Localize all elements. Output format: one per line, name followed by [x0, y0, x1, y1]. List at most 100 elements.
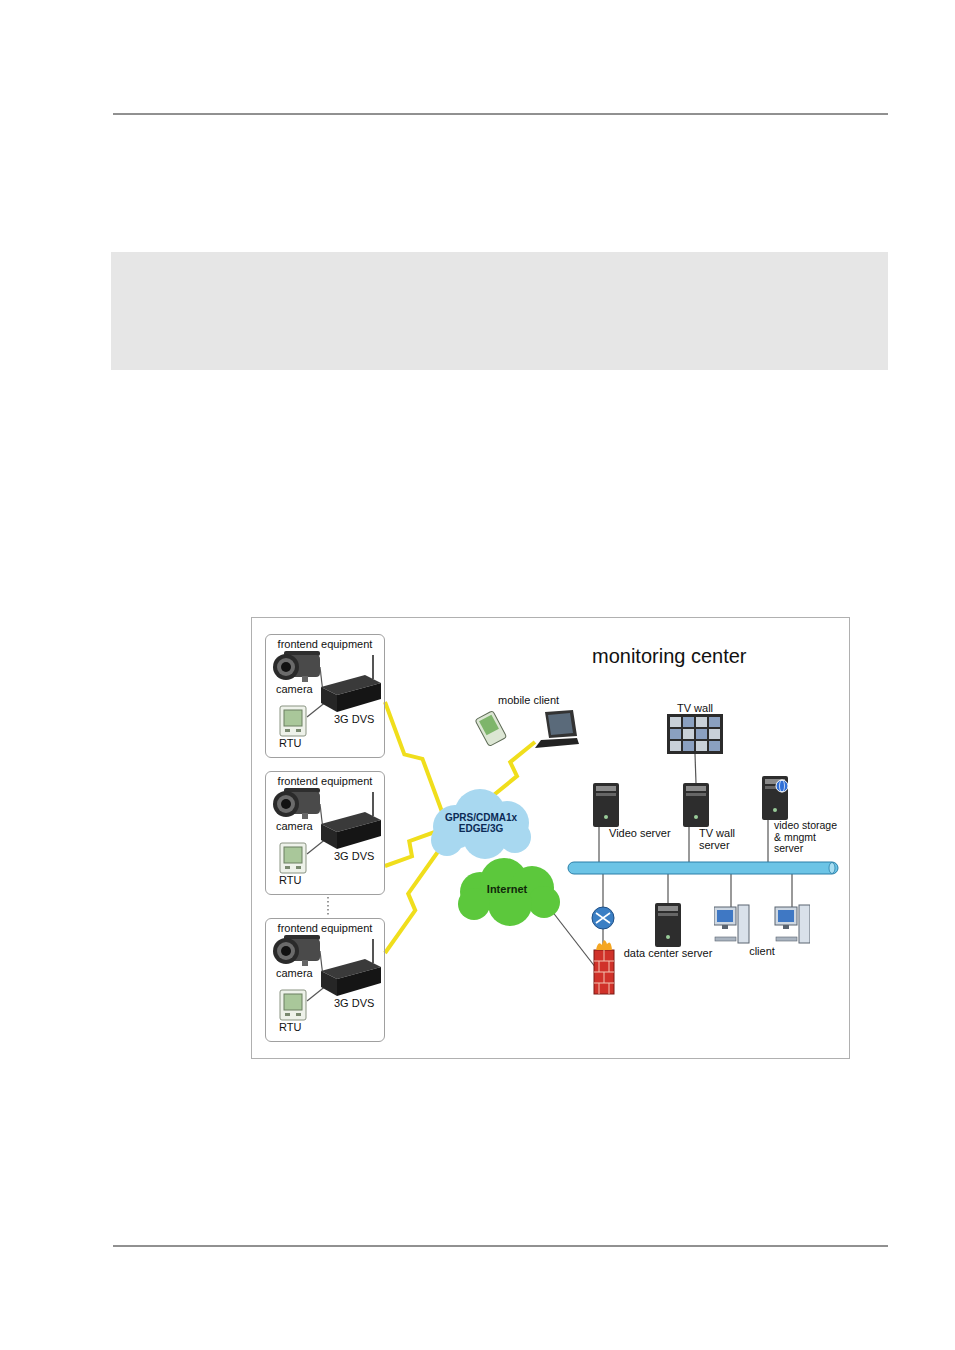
device-label: camera: [276, 820, 313, 832]
camera-ir-ring: [277, 795, 295, 813]
router-symbol: [592, 907, 614, 929]
device-node: client: [713, 903, 811, 957]
pc-monitor: [714, 907, 736, 925]
device-node: RTU: [279, 842, 309, 886]
bus-wire: [602, 874, 603, 907]
dvs-side: [321, 687, 337, 712]
diagram-heading: monitoring center: [592, 645, 747, 668]
cloud-puff: [528, 886, 560, 918]
tv-screen: [670, 729, 681, 739]
network-bus: [568, 862, 838, 874]
cloud-label: Internet: [487, 883, 527, 895]
device-label: video storage & mngmt server: [774, 820, 846, 855]
server-drive: [596, 786, 616, 791]
equipment-group: camera3G DVSRTUfrontend equipment: [265, 918, 385, 1042]
dvs-side: [321, 971, 337, 996]
group-heading: frontend equipment: [266, 635, 384, 650]
camera-ir-ring: [277, 658, 295, 676]
dvs-icon: [321, 655, 381, 713]
device-label: TV wall: [677, 702, 713, 714]
device-node: RTU: [279, 705, 309, 749]
firewall-symbol: [594, 950, 614, 994]
pc-icon: [714, 905, 749, 943]
pc-screen: [778, 910, 794, 922]
firewall-bricks: [594, 950, 614, 994]
rtu-screen: [284, 710, 302, 726]
tower-icon: [655, 903, 681, 947]
tower-icon: [683, 783, 709, 827]
device-node: mobile client: [465, 694, 582, 758]
rtu-case: [280, 990, 306, 1020]
rtu-case: [280, 706, 306, 736]
rtu-screen: [284, 847, 302, 863]
device-node: 3G DVS: [321, 939, 383, 1009]
bus-wire: [598, 827, 599, 862]
device-node: camera: [272, 933, 322, 979]
dvs-front: [337, 820, 381, 849]
tv-screen: [696, 741, 707, 751]
pda-screen: [479, 715, 499, 736]
device-label: camera: [276, 967, 313, 979]
bus-wire: [667, 874, 668, 903]
laptop-screen: [548, 713, 573, 735]
bus-wire: [767, 820, 768, 862]
device-label: Video server: [609, 827, 671, 839]
server-drive: [686, 793, 706, 796]
rtu-button: [285, 729, 290, 732]
server-drive: [596, 793, 616, 796]
server-case: [655, 903, 681, 947]
dvs-side: [321, 824, 337, 849]
camera-lens: [281, 799, 291, 809]
rtu-button: [296, 1013, 301, 1016]
tv-screen: [683, 717, 694, 727]
cloud-puff: [431, 824, 463, 856]
camera-bracket: [302, 676, 308, 682]
device-node: TV wall server: [683, 783, 751, 851]
tv-screen: [709, 717, 720, 727]
rtu-case: [280, 843, 306, 873]
tv-screen: [696, 717, 707, 727]
device-node: data center server: [623, 903, 714, 959]
tv-screen: [696, 729, 707, 739]
antenna: [372, 939, 374, 963]
rtu-button: [296, 729, 301, 732]
rtu-screen: [284, 994, 302, 1010]
rtu-icon: [279, 989, 307, 1021]
pc-monitor: [775, 907, 797, 925]
network-cloud: Internet: [452, 852, 562, 927]
device-node: 3G DVS: [321, 792, 383, 862]
tv-wall-frame: [667, 714, 723, 754]
device-label: 3G DVS: [334, 713, 374, 725]
firewall-flame: [596, 940, 612, 950]
header-rule: [113, 114, 888, 115]
tv-screen: [670, 717, 681, 727]
camera-icon: [272, 933, 320, 967]
rtu-icon: [279, 842, 307, 874]
camera-icon: [272, 786, 320, 820]
server-drive: [686, 786, 706, 791]
laptop-lid: [545, 710, 577, 738]
rtu-button: [296, 866, 301, 869]
pcs-icon: [714, 903, 810, 945]
bus-wire: [688, 827, 689, 862]
device-node: RTU: [279, 989, 309, 1033]
camera-bracket: [302, 960, 308, 966]
dvs-icon: [321, 939, 381, 997]
camera-ir-ring: [277, 942, 295, 960]
wireless-link: [492, 742, 535, 796]
server-case: [683, 783, 709, 827]
server-led: [694, 815, 698, 819]
server-case: [762, 776, 788, 820]
rtu-button: [285, 1013, 290, 1016]
bus-cap: [829, 863, 835, 874]
device-node: TV wall: [666, 702, 724, 754]
camera-icon: [272, 649, 320, 683]
wireless-link: [385, 851, 438, 953]
device-label: mobile client: [498, 694, 559, 706]
tv-screen: [683, 729, 694, 739]
device-label: client: [749, 945, 775, 957]
grey-band: [111, 252, 888, 370]
pc-icon: [775, 905, 810, 943]
server-drive: [658, 906, 678, 911]
